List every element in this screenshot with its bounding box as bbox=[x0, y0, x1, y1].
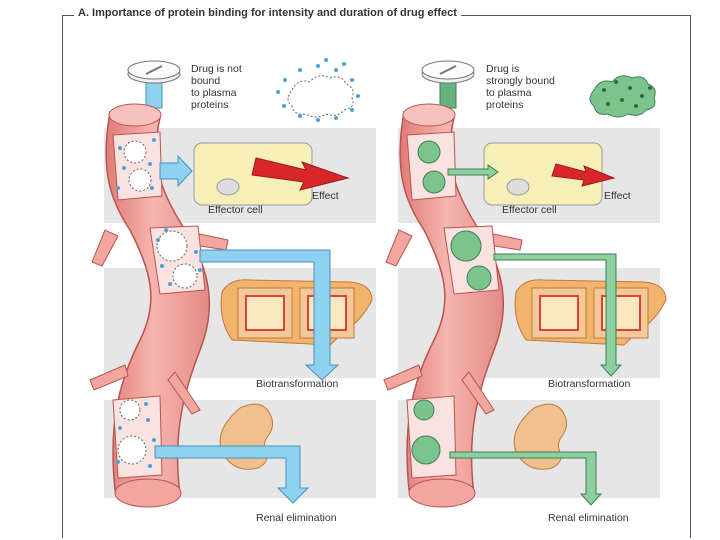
blood-vessel-right bbox=[383, 103, 523, 508]
left-effector-cell-label: Effector cell bbox=[208, 204, 263, 216]
tablet-icon-right bbox=[421, 60, 475, 109]
right-biotransformation-label: Biotransformation bbox=[548, 378, 631, 390]
right-renal-elimination-label: Renal elimination bbox=[548, 512, 629, 524]
blood-vessel-left bbox=[89, 103, 229, 508]
figure-title: A. Importance of protein binding for int… bbox=[74, 7, 461, 19]
left-renal-elimination-label: Renal elimination bbox=[256, 512, 337, 524]
left-drug-label-line: to plasma bbox=[191, 87, 237, 99]
right-drug-label-line: proteins bbox=[486, 99, 524, 111]
right-effector-cell-label: Effector cell bbox=[502, 204, 557, 216]
left-drug-label-line: bound bbox=[191, 75, 221, 87]
effect-arrow-left bbox=[251, 157, 350, 191]
left-drug-label-line: Drug is not bbox=[191, 63, 242, 75]
renal-arrow-left bbox=[154, 445, 310, 504]
renal-arrow-right bbox=[449, 451, 603, 506]
biotransformation-arrow-left bbox=[199, 249, 340, 381]
liver-icon-right bbox=[514, 279, 667, 346]
right-panel bbox=[383, 60, 667, 508]
liver-icon-left bbox=[220, 279, 373, 346]
left-biotransformation-label: Biotransformation bbox=[256, 378, 339, 390]
right-effect-label: Effect bbox=[604, 190, 631, 202]
right-drug-label-line: to plasma bbox=[486, 87, 532, 99]
right-drug-label-line: Drug is bbox=[486, 63, 520, 75]
left-drug-label: Drug is not bound to plasma proteins bbox=[191, 63, 242, 111]
bound-drug-protein-icon bbox=[589, 75, 656, 118]
left-panel bbox=[89, 58, 373, 508]
free-drug-arrow bbox=[159, 154, 193, 188]
right-drug-label: Drug is strongly bound to plasma protein… bbox=[486, 63, 555, 111]
tablet-icon-left bbox=[127, 60, 181, 109]
unbound-drug-cloud-icon bbox=[276, 58, 360, 122]
biotransformation-arrow-right bbox=[493, 253, 623, 377]
right-drug-label-line: strongly bound bbox=[486, 75, 555, 87]
bound-drug-arrow bbox=[447, 164, 499, 180]
left-effect-label: Effect bbox=[312, 190, 339, 202]
effect-arrow-right bbox=[551, 163, 616, 187]
left-drug-label-line: proteins bbox=[191, 99, 229, 111]
